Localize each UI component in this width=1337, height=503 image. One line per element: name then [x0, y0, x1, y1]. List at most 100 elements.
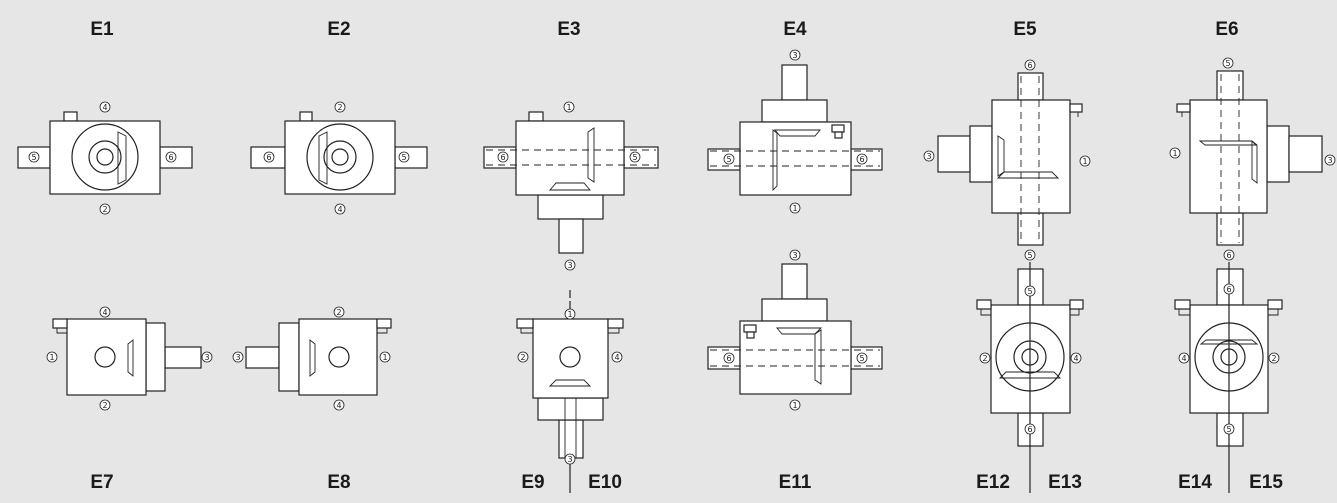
label-e2-5: 5	[401, 153, 406, 162]
label-e14-6: 6	[1226, 285, 1231, 294]
marker-e2-5	[398, 151, 410, 163]
marker-e5-1	[1079, 155, 1091, 167]
label-e3-1: 1	[566, 103, 571, 112]
label-e11-5: 5	[859, 354, 864, 363]
marker-e14-2	[1268, 352, 1280, 364]
marker-e6-6	[1223, 249, 1235, 261]
label-e7-1: 1	[49, 353, 54, 362]
marker-e8-2	[333, 306, 345, 318]
title-e11: E11	[779, 472, 812, 493]
marker-e12-5	[1024, 285, 1036, 297]
label-e11-1: 1	[792, 401, 797, 410]
marker-e4-1	[789, 202, 801, 214]
marker-e1-4	[99, 101, 111, 113]
marker-e3-3	[564, 259, 576, 271]
label-e1-6: 6	[168, 153, 173, 162]
label-e1-2: 2	[102, 205, 107, 214]
title-e1: E1	[90, 19, 114, 40]
label-e8-3: 3	[235, 353, 240, 362]
label-e12-4: 4	[1073, 354, 1078, 363]
marker-e2-6	[263, 151, 275, 163]
label-e8-2: 2	[336, 308, 341, 317]
label-e9-2: 2	[520, 353, 525, 362]
label-e7-3: 3	[204, 353, 209, 362]
marker-e5-5	[1024, 249, 1036, 261]
marker-e12-4	[1070, 352, 1082, 364]
gearbox-e7	[52, 318, 202, 396]
label-e3-5: 5	[632, 153, 637, 162]
title-e14: E14	[1178, 472, 1212, 493]
marker-e14-5	[1223, 423, 1235, 435]
marker-e1-5	[28, 151, 40, 163]
label-e7-4: 4	[102, 308, 107, 317]
marker-e6-1	[1169, 147, 1181, 159]
label-e12-6: 6	[1027, 425, 1032, 434]
label-e6-3: 3	[1327, 156, 1332, 165]
title-e5: E5	[1013, 19, 1037, 40]
label-e2-6: 6	[266, 153, 271, 162]
marker-e11-1	[789, 399, 801, 411]
marker-e4-6	[856, 153, 868, 165]
marker-e3-1	[563, 101, 575, 113]
marker-e9-3	[564, 453, 576, 465]
marker-e6-3	[1324, 154, 1336, 166]
marker-e1-6	[165, 151, 177, 163]
title-e4: E4	[783, 19, 807, 40]
gearbox-e6	[1176, 70, 1323, 246]
marker-e8-1	[379, 351, 391, 363]
label-e14-5: 5	[1226, 425, 1231, 434]
marker-e2-4	[334, 203, 346, 215]
title-e10: E10	[588, 472, 622, 493]
label-e9-1: 1	[567, 310, 572, 319]
label-e7-2: 2	[102, 401, 107, 410]
gearbox-e2	[250, 111, 428, 195]
gearbox-e4	[707, 64, 883, 196]
label-e6-6: 6	[1226, 251, 1231, 260]
marker-e11-3	[789, 249, 801, 261]
label-e5-1: 1	[1082, 157, 1087, 166]
marker-e11-5	[856, 352, 868, 364]
title-e7: E7	[90, 472, 113, 493]
label-e5-6: 6	[1027, 61, 1032, 70]
label-e1-4: 4	[102, 103, 107, 112]
title-e13: E13	[1048, 472, 1082, 493]
title-e6: E6	[1215, 19, 1238, 40]
title-e12: E12	[976, 472, 1010, 493]
title-e2: E2	[327, 19, 350, 40]
label-e4-1: 1	[792, 204, 797, 213]
marker-e12-2	[979, 352, 991, 364]
label-e12-5: 5	[1027, 287, 1032, 296]
marker-e5-6	[1024, 59, 1036, 71]
marker-e4-5	[723, 153, 735, 165]
marker-e7-1	[46, 351, 58, 363]
label-e4-5: 5	[726, 155, 731, 164]
marker-e2-2	[334, 101, 346, 113]
label-e8-1: 1	[382, 353, 387, 362]
marker-e3-6	[497, 151, 509, 163]
marker-e7-2	[99, 399, 111, 411]
port-number-markers: 4 2 5 6 2 4 6 5 1 6 5 3 3 5 6 1 6 3 1 5 …	[28, 49, 1336, 465]
marker-e5-3	[923, 150, 935, 162]
marker-e3-5	[629, 151, 641, 163]
marker-e1-2	[99, 203, 111, 215]
gearbox-e5	[937, 72, 1083, 246]
marker-e7-3	[201, 351, 213, 363]
title-e9: E9	[521, 472, 544, 493]
gearbox-e1	[17, 111, 193, 195]
label-e12-2: 2	[982, 354, 987, 363]
label-e9-3: 3	[567, 455, 572, 464]
marker-e9-4	[611, 351, 623, 363]
marker-e14-4	[1178, 352, 1190, 364]
marker-e9-2	[517, 351, 529, 363]
marker-e7-4	[99, 306, 111, 318]
marker-e4-3	[789, 49, 801, 61]
label-e6-1: 1	[1172, 149, 1177, 158]
label-e11-6: 6	[726, 354, 731, 363]
title-e15: E15	[1249, 472, 1283, 493]
label-e11-3: 3	[792, 251, 797, 260]
label-e14-2: 2	[1271, 354, 1276, 363]
label-e14-4: 4	[1181, 354, 1186, 363]
